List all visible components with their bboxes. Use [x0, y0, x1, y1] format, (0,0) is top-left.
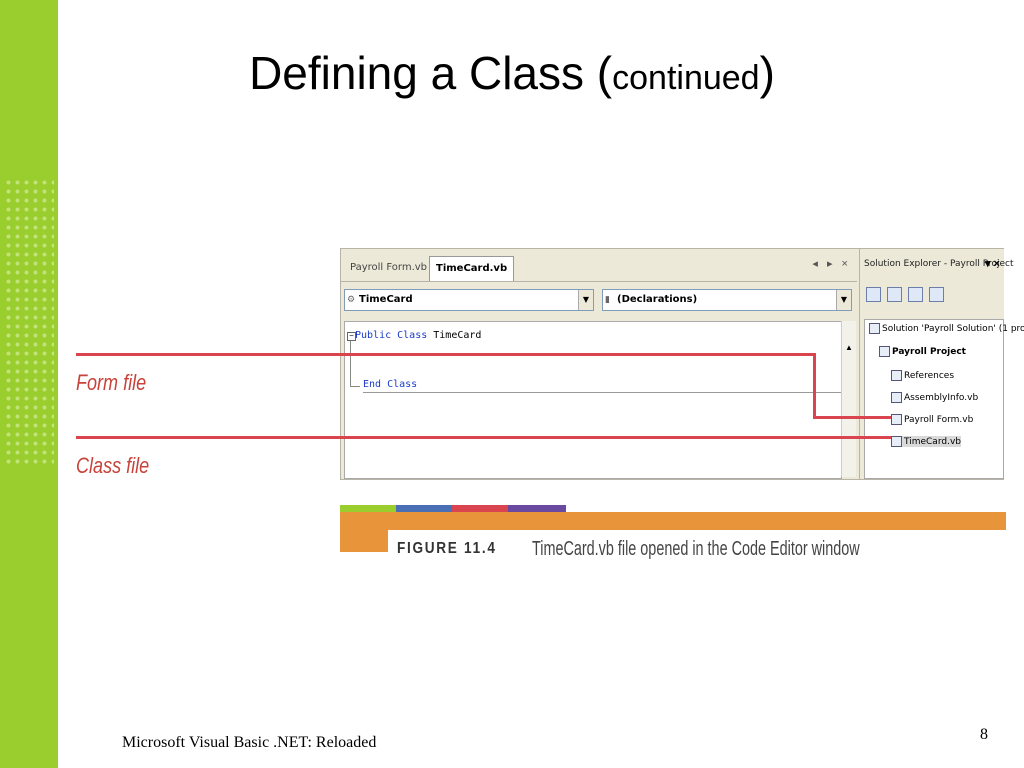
solution-tree: Solution 'Payroll Solution' (1 project) …	[864, 319, 1024, 479]
title-main: Defining a Class (	[249, 47, 613, 99]
band-segment-blue	[396, 505, 452, 512]
references-icon	[891, 370, 902, 381]
keyword-public-class: Public Class	[355, 330, 428, 341]
vb-file-icon	[891, 392, 902, 403]
ide-screenshot: Payroll Form.vb [Design] TimeCard.vb ◂ ▸…	[340, 248, 1024, 480]
form-file-icon	[891, 414, 902, 425]
tree-item-label: Payroll Project	[892, 347, 966, 357]
vb-file-icon	[891, 436, 902, 447]
class-name-combo[interactable]: ⚙ TimeCard ▼	[344, 289, 594, 311]
code-pane[interactable]: − Public Class TimeCard End Class	[344, 321, 843, 479]
vertical-scrollbar[interactable]: ▲	[841, 321, 856, 477]
view-code-icon[interactable]	[929, 287, 944, 302]
tree-item-references[interactable]: References	[891, 370, 954, 381]
band-segment-green	[340, 505, 396, 512]
class-combo-value: TimeCard	[359, 294, 413, 305]
collapse-minus-icon[interactable]: −	[347, 332, 356, 341]
chevron-down-icon[interactable]: ▼	[836, 290, 851, 310]
code-line-class-start: Public Class TimeCard	[355, 330, 481, 341]
tree-item-assemblyinfo[interactable]: AssemblyInfo.vb	[891, 392, 978, 403]
solution-explorer-panel: Solution Explorer - Payroll Project ▾ × …	[859, 249, 1024, 479]
tree-item-solution[interactable]: Solution 'Payroll Solution' (1 project)	[869, 323, 1024, 334]
tree-item-project[interactable]: Payroll Project	[879, 346, 966, 357]
class-file-callout-line	[76, 436, 891, 439]
method-name-combo[interactable]: ▮ (Declarations) ▼	[602, 289, 852, 311]
title-continued: continued	[612, 59, 760, 97]
code-editor-window: Payroll Form.vb [Design] TimeCard.vb ◂ ▸…	[341, 249, 857, 479]
form-file-callout-line	[76, 353, 816, 356]
solution-icon	[869, 323, 880, 334]
tree-item-label: References	[904, 371, 955, 381]
band-orange-bar	[340, 512, 1006, 530]
tree-item-payroll-form[interactable]: Payroll Form.vb	[891, 414, 973, 425]
keyword-end-class: End Class	[363, 379, 418, 390]
tree-item-label: Payroll Form.vb	[904, 415, 974, 425]
sidebar-accent-bar	[0, 0, 58, 768]
form-file-callout-vertical	[813, 353, 816, 419]
tab-payroll-form-design[interactable]: Payroll Form.vb [Design]	[350, 262, 473, 273]
title-end: )	[759, 47, 775, 99]
project-icon	[879, 346, 890, 357]
class-name: TimeCard	[427, 330, 482, 341]
form-file-callout-tail	[813, 416, 891, 419]
panel-controls[interactable]: ▾ ×	[984, 258, 1000, 270]
page-number: 8	[980, 726, 988, 743]
solution-explorer-title: Solution Explorer - Payroll Project	[864, 259, 1014, 269]
tree-item-label: Solution 'Payroll Solution' (1 project)	[882, 324, 1024, 334]
editor-tabbar: Payroll Form.vb [Design] TimeCard.vb ◂ ▸…	[341, 249, 857, 282]
tab-timecard[interactable]: TimeCard.vb	[429, 256, 515, 281]
sidebar-dot-pattern	[4, 178, 54, 468]
procedure-separator	[363, 392, 843, 393]
outline-guide	[350, 341, 351, 386]
band-segment-purple	[508, 505, 566, 512]
show-all-files-icon[interactable]	[908, 287, 923, 302]
code-line-class-end: End Class	[363, 379, 417, 390]
slide-title: Defining a Class (continued)	[0, 46, 1024, 100]
chevron-down-icon[interactable]: ▼	[578, 290, 593, 310]
figure-caption: TimeCard.vb file opened in the Code Edit…	[532, 538, 860, 560]
solution-toolbar	[866, 287, 950, 307]
tree-item-label: TimeCard.vb	[904, 437, 961, 447]
tree-item-timecard[interactable]: TimeCard.vb	[891, 436, 961, 447]
properties-icon[interactable]	[866, 287, 881, 302]
refresh-icon[interactable]	[887, 287, 902, 302]
band-orange-tab	[340, 530, 388, 552]
class-file-label: Class file	[76, 453, 150, 478]
method-combo-value: (Declarations)	[617, 294, 698, 305]
tree-item-label: AssemblyInfo.vb	[904, 393, 979, 403]
outline-guide-end	[350, 386, 360, 387]
tab-controls[interactable]: ◂ ▸ ×	[812, 258, 851, 270]
form-file-label: Form file	[76, 370, 147, 395]
class-icon: ⚙	[347, 295, 356, 305]
footer-text: Microsoft Visual Basic .NET: Reloaded	[122, 734, 377, 751]
figure-label: FIGURE 11.4	[397, 540, 497, 557]
scroll-up-arrow-icon[interactable]: ▲	[845, 343, 853, 352]
declarations-icon: ▮	[605, 295, 610, 305]
figure-caption-band	[340, 505, 1006, 553]
band-segment-red	[452, 505, 508, 512]
